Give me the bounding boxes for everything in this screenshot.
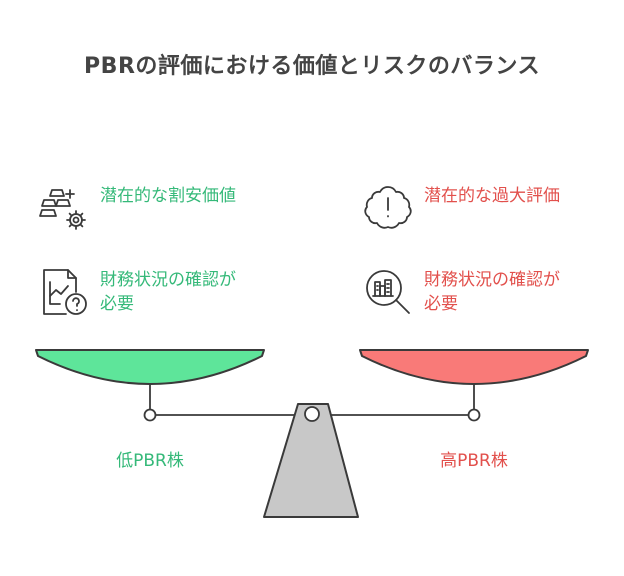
left-pan	[35, 349, 265, 385]
warning-cloud-icon	[362, 182, 414, 234]
right-joint	[467, 408, 481, 422]
left-joint	[143, 408, 157, 422]
right-item-overvalued: 潜在的な過大評価	[362, 182, 574, 234]
left-pan-label: 低PBR株	[116, 451, 184, 471]
gold-bars-gear-icon	[38, 182, 90, 234]
left-item-label-undervalued: 潜在的な割安価値	[100, 186, 236, 206]
right-item-check-financials: 財務状況の確認が必要	[362, 266, 574, 318]
scale-fulcrum	[263, 403, 359, 518]
right-item-label-check-financials: 財務状況の確認が必要	[424, 270, 560, 314]
magnifier-chart-icon	[362, 266, 414, 318]
right-pan	[359, 349, 589, 385]
right-item-label-overvalued: 潜在的な過大評価	[424, 186, 560, 206]
diagram-title: PBRの評価における価値とリスクのバランス	[84, 54, 540, 79]
left-item-check-financials: 財務状況の確認が必要	[38, 266, 250, 318]
left-item-label-check-financials: 財務状況の確認が必要	[100, 270, 236, 314]
right-pan-label: 高PBR株	[440, 451, 508, 471]
left-item-undervalued: 潜在的な割安価値	[38, 182, 250, 234]
scale-pivot	[304, 406, 320, 422]
chart-document-question-icon	[38, 266, 90, 318]
